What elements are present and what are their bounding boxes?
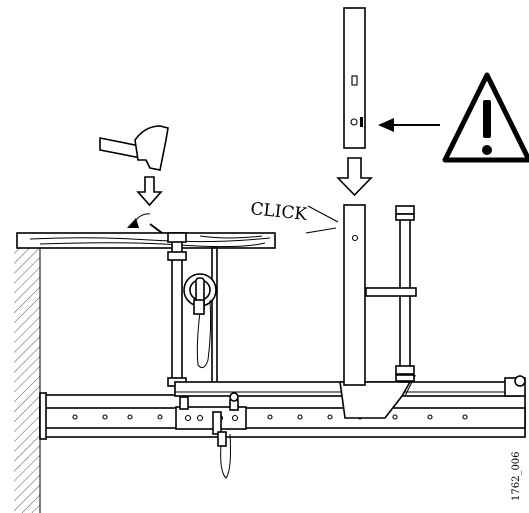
strike-arrow <box>136 176 163 207</box>
insert-arrow <box>336 157 373 197</box>
main-beam <box>39 394 526 438</box>
cable-reel <box>183 247 218 385</box>
nail-curve-arrow <box>127 213 163 234</box>
center-clamp <box>175 392 247 479</box>
upper-post <box>343 7 366 149</box>
threaded-rod-left <box>167 232 187 387</box>
svg-text:CLICK: CLICK <box>249 199 308 225</box>
figure-id: 1762_006 <box>511 451 522 501</box>
hammer-icon <box>99 125 169 171</box>
arrow-left-icon <box>378 118 440 132</box>
wooden-plank <box>16 232 276 249</box>
wall-plate <box>39 392 47 440</box>
wall <box>14 248 41 513</box>
post-socket <box>343 204 366 386</box>
warning-triangle-icon <box>442 72 529 163</box>
threaded-rod-right <box>365 205 417 383</box>
click-label: CLICK <box>249 199 339 234</box>
